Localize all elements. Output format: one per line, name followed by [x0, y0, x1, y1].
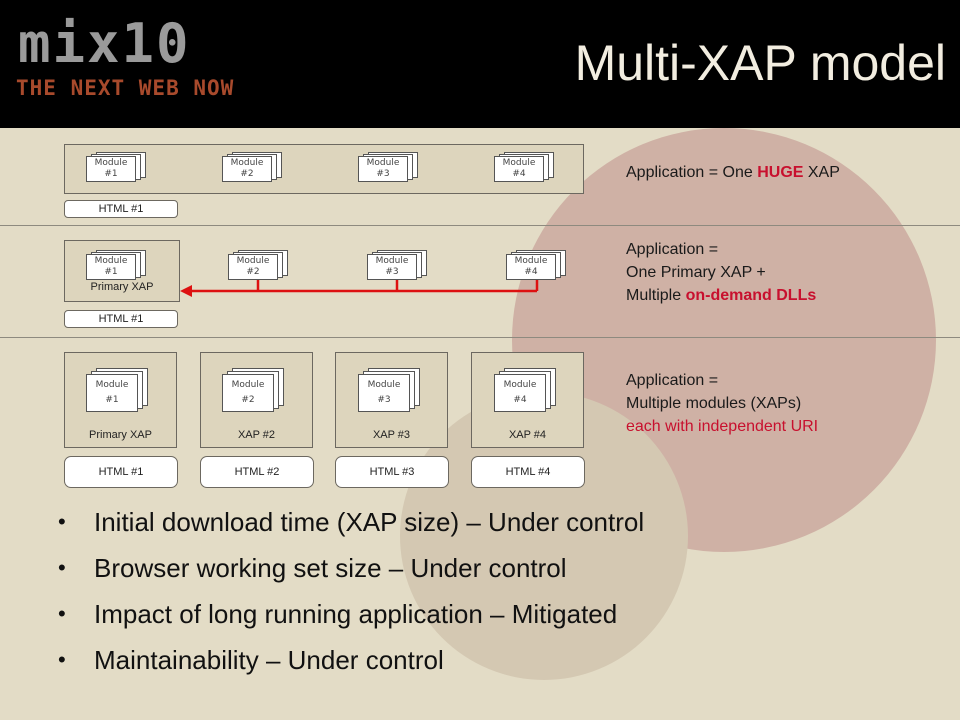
description-text: Application = [626, 372, 719, 389]
primary-xap-label: Primary XAP [90, 281, 154, 293]
html-host-page: HTML #1 [64, 310, 178, 328]
module-label: Module #2 [222, 156, 272, 182]
row-divider [0, 225, 960, 226]
xap-label: XAP #2 [237, 429, 276, 441]
module-label: Module #3 [358, 156, 408, 182]
module-label: Module #2 [222, 374, 274, 412]
html-host-page: HTML #2 [200, 456, 314, 488]
html-host-page: HTML #3 [335, 456, 449, 488]
module-stack: Module #2 [228, 250, 288, 280]
module-label: Module #1 [86, 254, 136, 280]
bullet-item: • Initial download time (XAP size) – Unde… [58, 502, 644, 548]
module-stack: Module #4 [506, 250, 566, 280]
module-label: Module #3 [358, 374, 410, 412]
module-stack: Module #4 [494, 368, 556, 412]
bullet-icon: • [58, 601, 66, 626]
xap-label: Primary XAP [89, 429, 152, 441]
xap-label: XAP #4 [508, 429, 547, 441]
description-text: Multiple modules (XAPs) [626, 395, 802, 412]
header-bar: mix10 THE NEXT WEB NOW Multi-XAP model [0, 0, 960, 128]
html-host-page: HTML #4 [471, 456, 585, 488]
description-highlight: each with independent URI [626, 418, 819, 435]
module-stack: Module #1 [86, 152, 146, 182]
bullet-text: Browser working set size – Under control [94, 553, 567, 583]
module-label: Module #3 [367, 254, 417, 280]
description-text: Multiple [626, 287, 686, 304]
bullet-text: Impact of long running application – Mit… [94, 599, 618, 629]
module-label: Module #4 [494, 156, 544, 182]
module-stack: Module #3 [358, 152, 418, 182]
bullet-text: Initial download time (XAP size) – Under… [94, 507, 645, 537]
module-stack: Module #4 [494, 152, 554, 182]
module-stack: Module #3 [367, 250, 427, 280]
module-label: Module #2 [228, 254, 278, 280]
module-stack: Module #1 [86, 250, 146, 280]
module-label: Module #1 [86, 374, 138, 412]
bullet-icon: • [58, 555, 66, 580]
bullet-item: • Maintainability – Under control [58, 640, 644, 686]
mix10-logo: mix10 [18, 12, 191, 75]
module-label: Module #4 [506, 254, 556, 280]
description-text: XAP [803, 164, 840, 181]
html-host-page: HTML #1 [64, 200, 178, 218]
xap-box: XAP #2 [200, 352, 313, 448]
description-text: Application = [626, 241, 719, 258]
module-stack: Module #2 [222, 152, 282, 182]
bullet-item: • Browser working set size – Under contro… [58, 548, 644, 594]
slide-title: Multi-XAP model [574, 35, 946, 91]
description-text: One Primary XAP + [626, 264, 766, 281]
bullet-icon: • [58, 647, 66, 672]
row-divider [0, 337, 960, 338]
xap-label: XAP #3 [372, 429, 411, 441]
module-label: Module #4 [494, 374, 546, 412]
module-stack: Module #3 [358, 368, 420, 412]
module-label: Module #1 [86, 156, 136, 182]
row1-description: Application = One HUGE XAP [626, 161, 840, 184]
logo-tagline: THE NEXT WEB NOW [16, 76, 235, 100]
module-stack: Module #2 [222, 368, 284, 412]
module-stack: Module #1 [86, 368, 148, 412]
bullet-text: Maintainability – Under control [94, 645, 444, 675]
description-highlight: on-demand DLLs [685, 287, 817, 304]
html-host-page: HTML #1 [64, 456, 178, 488]
description-highlight: HUGE [757, 164, 804, 181]
bullet-icon: • [58, 509, 66, 534]
description-text: Application = One [626, 164, 758, 181]
bullet-list: • Initial download time (XAP size) – Unde… [58, 502, 644, 686]
bullet-item: • Impact of long running application – Mi… [58, 594, 644, 640]
row2-description: Application = One Primary XAP + Multiple… [626, 238, 816, 307]
row3-description: Application = Multiple modules (XAPs) ea… [626, 369, 818, 438]
